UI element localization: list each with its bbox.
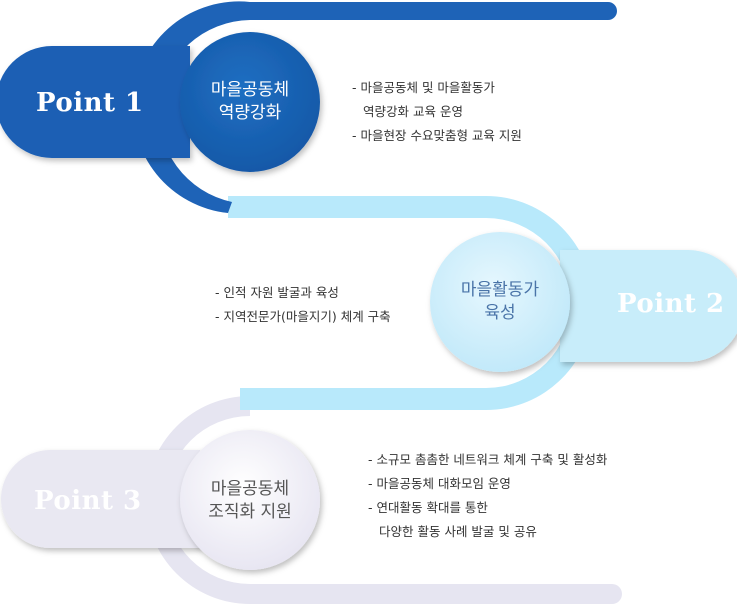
point1-title-line2: 역량강화 (218, 103, 282, 123)
point2-bullet-1: - 인적 자원 발굴과 육성 (215, 285, 339, 300)
point1-bullet-3: - 마을현장 수요맞춤형 교육 지원 (352, 128, 522, 143)
point1-label: Point 1 (36, 88, 144, 118)
point1-bullet-2: 역량강화 교육 운영 (363, 104, 463, 119)
point3-bullet-1: - 소규모 촘촘한 네트워크 체계 구축 및 활성화 (368, 452, 608, 467)
point2-label: Point 2 (617, 289, 725, 319)
point1-title: 마을공동체 역량강화 (180, 79, 320, 125)
point3-bullet-3: - 연대활동 확대를 통한 (368, 500, 488, 515)
point2-band (228, 196, 737, 410)
point1-bullet-1: - 마을공동체 및 마을활동가 (352, 80, 495, 95)
point2-title: 마을활동가 육성 (430, 279, 570, 325)
point1-band (0, 1, 617, 214)
point1-bullets: - 마을공동체 및 마을활동가 역량강화 교육 운영 - 마을현장 수요맞춤형 … (352, 76, 522, 148)
point3-bullets: - 소규모 촘촘한 네트워크 체계 구축 및 활성화 - 마을공동체 대화모임 … (368, 448, 607, 544)
point2-title-line2: 육성 (484, 303, 516, 323)
point3-label: Point 3 (34, 486, 142, 516)
point3-bullet-2: - 마을공동체 대화모임 운영 (368, 476, 511, 491)
point2-bullet-2: - 지역전문가(마을지기) 체계 구축 (215, 309, 391, 324)
point3-title-line1: 마을공동체 (210, 479, 290, 499)
point1-title-line1: 마을공동체 (210, 80, 290, 100)
point2-bullets: - 인적 자원 발굴과 육성 - 지역전문가(마을지기) 체계 구축 (215, 281, 391, 329)
point3-band (1, 396, 622, 604)
point3-title-line2: 조직화 지원 (208, 502, 292, 522)
point2-title-line1: 마을활동가 (460, 280, 540, 300)
point3-title: 마을공동체 조직화 지원 (180, 478, 320, 524)
point3-bullet-4: 다양한 활동 사례 발굴 및 공유 (379, 524, 537, 539)
